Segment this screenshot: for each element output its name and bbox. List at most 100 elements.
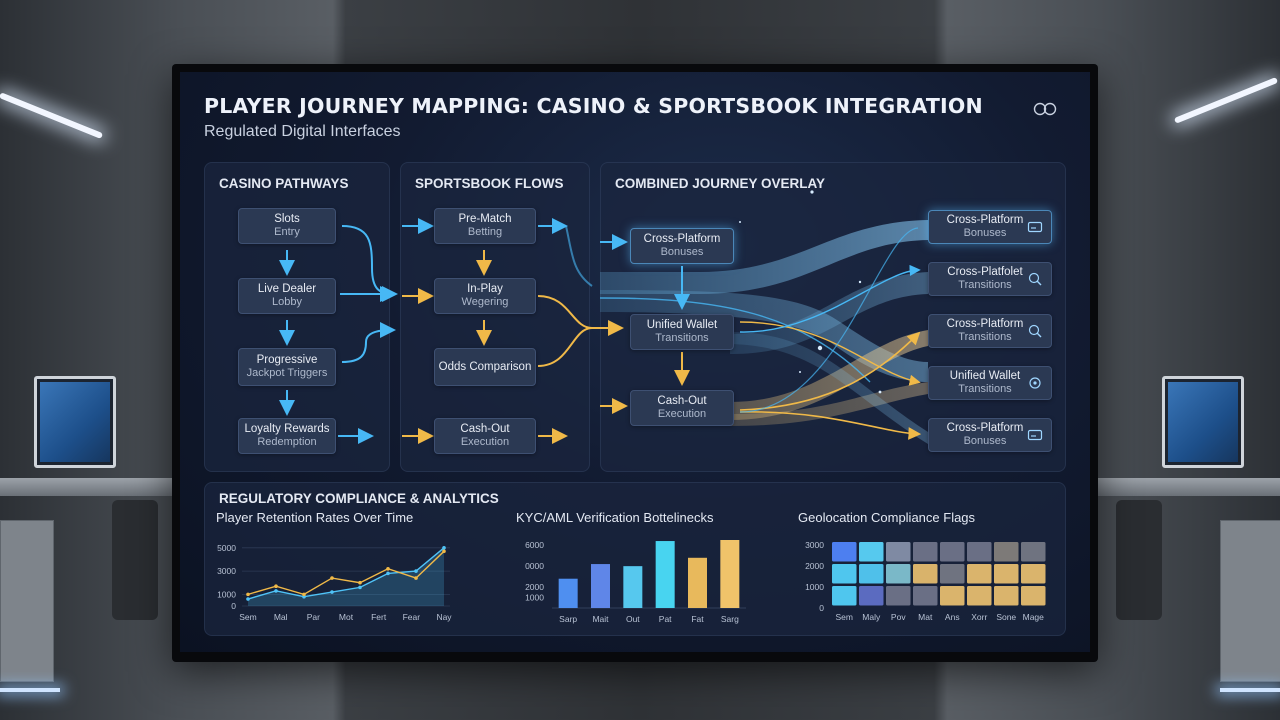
x-tick-label: Sem bbox=[836, 612, 853, 622]
casino-node-live-dealer[interactable]: Live Dealer Lobby bbox=[238, 278, 336, 314]
bar bbox=[688, 558, 707, 608]
heat-cell bbox=[967, 586, 992, 606]
y-tick-label: 0 bbox=[819, 603, 824, 613]
data-point bbox=[246, 597, 250, 601]
x-tick-label: Ans bbox=[945, 612, 960, 622]
node-label: Cross-Platform bbox=[947, 318, 1024, 331]
y-tick-label: 5000 bbox=[217, 543, 236, 553]
x-tick-label: Mot bbox=[339, 612, 354, 622]
combined-overlay-title: COMBINED JOURNEY OVERLAY bbox=[615, 176, 825, 191]
bar bbox=[656, 541, 675, 608]
node-label: Cross-Platform bbox=[644, 233, 721, 246]
bar bbox=[591, 564, 610, 608]
chair-right bbox=[1116, 500, 1162, 620]
kyc-bar-chart: 1000200000006000SarpMaitOutPatFatSarg bbox=[510, 534, 760, 624]
overlay-node-cash-out[interactable]: Cash-Out Execution bbox=[630, 390, 734, 426]
bar bbox=[720, 540, 739, 608]
casino-node-progressive[interactable]: Progressive Jackpot Triggers bbox=[238, 348, 336, 386]
node-sublabel: Betting bbox=[468, 226, 502, 239]
geo-chart-title: Geolocation Compliance Flags bbox=[798, 510, 975, 525]
card-icon bbox=[1027, 427, 1043, 443]
overlay-node-unified-wallet[interactable]: Unified Wallet Transitions bbox=[630, 314, 734, 350]
sportsbook-node-odds[interactable]: Odds Comparison bbox=[434, 348, 536, 386]
node-label: Cross-Platfolet bbox=[947, 266, 1022, 279]
floor-light-right bbox=[1220, 688, 1280, 692]
heat-cell bbox=[859, 586, 884, 606]
heat-cell bbox=[1021, 564, 1046, 584]
x-tick-label: Fat bbox=[691, 614, 704, 624]
node-sublabel: Transitions bbox=[958, 331, 1011, 344]
data-point bbox=[302, 593, 306, 597]
node-label: Unified Wallet bbox=[647, 319, 718, 332]
node-label: In-Play bbox=[467, 283, 503, 296]
node-sublabel: Bonuses bbox=[964, 227, 1007, 240]
data-point bbox=[386, 572, 390, 576]
sportsbook-node-cash-out[interactable]: Cash-Out Execution bbox=[434, 418, 536, 454]
data-point bbox=[358, 581, 362, 585]
heat-cell bbox=[1021, 542, 1046, 562]
data-point bbox=[330, 576, 334, 580]
node-sublabel: Transitions bbox=[958, 279, 1011, 292]
y-tick-label: 1000 bbox=[525, 593, 544, 603]
y-tick-label: 3000 bbox=[805, 540, 824, 550]
node-sublabel: Transitions bbox=[958, 383, 1011, 396]
heat-cell bbox=[832, 542, 857, 562]
data-point bbox=[246, 593, 250, 597]
node-label: Cross-Platform bbox=[947, 422, 1024, 435]
heat-cell bbox=[994, 542, 1019, 562]
data-point bbox=[358, 586, 362, 590]
heat-cell bbox=[832, 564, 857, 584]
magnifier-icon bbox=[1027, 323, 1043, 339]
heat-cell bbox=[913, 542, 938, 562]
y-tick-label: 0 bbox=[231, 601, 236, 611]
link-icon[interactable] bbox=[1032, 100, 1058, 118]
data-point bbox=[442, 550, 446, 554]
dashboard: PLAYER JOURNEY MAPPING: CASINO & SPORTSB… bbox=[180, 72, 1090, 652]
casino-node-loyalty[interactable]: Loyalty Rewards Redemption bbox=[238, 418, 336, 454]
node-sublabel: Bonuses bbox=[964, 435, 1007, 448]
data-point bbox=[274, 584, 278, 588]
heat-cell bbox=[859, 564, 884, 584]
card-icon bbox=[1027, 219, 1043, 235]
sportsbook-node-pre-match[interactable]: Pre-Match Betting bbox=[434, 208, 536, 244]
heat-cell bbox=[832, 586, 857, 606]
x-tick-label: Sone bbox=[996, 612, 1016, 622]
y-tick-label: 1000 bbox=[805, 582, 824, 592]
desk-right bbox=[1098, 478, 1280, 496]
casino-node-slots[interactable]: Slots Entry bbox=[238, 208, 336, 244]
node-sublabel: Redemption bbox=[257, 436, 316, 449]
x-tick-label: Nay bbox=[436, 612, 452, 622]
data-point bbox=[442, 546, 446, 550]
node-label: Slots bbox=[274, 213, 300, 226]
heat-cell bbox=[886, 564, 911, 584]
x-tick-label: Sarp bbox=[559, 614, 577, 624]
x-tick-label: Fear bbox=[403, 612, 421, 622]
node-sublabel: Entry bbox=[274, 226, 300, 239]
x-tick-label: Par bbox=[307, 612, 320, 622]
bar bbox=[559, 579, 578, 608]
node-sublabel: Lobby bbox=[272, 296, 302, 309]
sportsbook-node-in-play[interactable]: In-Play Wegering bbox=[434, 278, 536, 314]
y-tick-label: 3000 bbox=[217, 566, 236, 576]
ceiling-light-left bbox=[0, 92, 103, 139]
x-tick-label: Xorr bbox=[971, 612, 987, 622]
overlay-node-cross-platform[interactable]: Cross-Platform Bonuses bbox=[630, 228, 734, 264]
x-tick-label: Sarg bbox=[721, 614, 739, 624]
analytics-title: REGULATORY COMPLIANCE & ANALYTICS bbox=[219, 491, 499, 506]
heat-cell bbox=[913, 564, 938, 584]
sportsbook-flows-title: SPORTSBOOK FLOWS bbox=[415, 176, 564, 191]
node-label: Cash-Out bbox=[460, 423, 509, 436]
x-tick-label: Pat bbox=[659, 614, 672, 624]
heat-cell bbox=[859, 542, 884, 562]
cabinet-right bbox=[1220, 520, 1280, 682]
x-tick-label: Pov bbox=[891, 612, 906, 622]
page-subtitle: Regulated Digital Interfaces bbox=[204, 123, 401, 141]
casino-pathways-title: CASINO PATHWAYS bbox=[219, 176, 349, 191]
bar bbox=[623, 566, 642, 608]
